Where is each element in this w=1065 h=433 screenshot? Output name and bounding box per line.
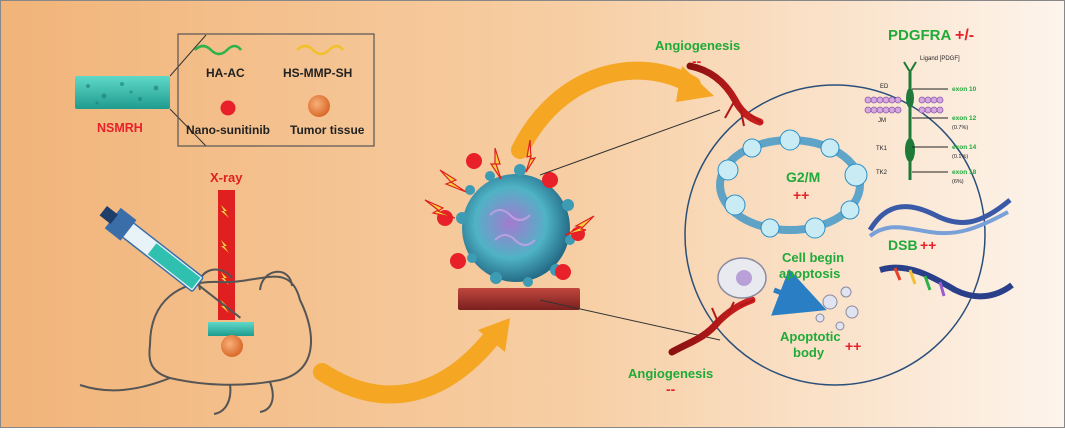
legend-nano-sunitinib: Nano-sunitinib (186, 123, 270, 137)
dsb-label: DSB (888, 237, 918, 253)
connector-bottom (539, 299, 721, 341)
apoptotic-line1: Apoptotic (780, 329, 841, 344)
domain-ed: ED (880, 84, 889, 90)
apoptotic-line2: body (793, 345, 825, 360)
pdgfra-sign: +/- (955, 27, 974, 44)
pdgfra-receptor (864, 61, 948, 180)
angiogenesis-top-sign: -- (692, 53, 702, 69)
legend-hs-mmp-sh: HS-MMP-SH (283, 66, 352, 80)
lightning-bolts (424, 139, 595, 236)
domain-jm: JM (878, 118, 886, 124)
ligand-label: Ligand [PDGF] (920, 56, 960, 62)
normal-cell (717, 257, 767, 299)
angiogenesis-top-label: Angiogenesis (655, 38, 740, 53)
exon-14-label: exon 14 (952, 144, 977, 151)
dna-helix (867, 198, 1014, 300)
vessel-top (686, 62, 764, 127)
apoptosis-arrow (771, 268, 827, 316)
g2m-label: G2/M (786, 169, 820, 185)
gel-on-mouse (208, 322, 254, 336)
zoom-line-bottom (169, 108, 207, 147)
cell-begin-line2: apoptosis (779, 266, 840, 281)
dsb-sign: ++ (920, 237, 936, 253)
exon-12-pct: (0.7%) (952, 125, 968, 131)
arrow-bottom-curve (313, 331, 499, 404)
tumor-tissue-swatch (308, 95, 330, 117)
exon-14-pct: (0.1%) (952, 154, 968, 160)
detail-circle (684, 84, 986, 386)
angiogenesis-bottom-label: Angiogenesis (628, 366, 713, 381)
tumor-on-mouse (221, 335, 243, 357)
hs-mmp-sh-swatch (296, 44, 344, 56)
syringe (99, 205, 241, 319)
exon-12-label: exon 12 (952, 115, 977, 122)
cell-begin-line1: Cell begin (782, 250, 844, 265)
xray-beam (218, 190, 235, 320)
cell-cycle-loop (716, 129, 868, 239)
apoptotic-bodies (815, 286, 859, 331)
pdgfra-title: PDGFRA (888, 27, 952, 44)
exon-18-label: exon 18 (952, 169, 977, 176)
exon-18-pct: (6%) (952, 179, 964, 185)
ha-ac-swatch (194, 44, 242, 56)
legend-ha-ac: HA-AC (206, 66, 245, 80)
nano-sunitinib-swatch (220, 100, 236, 116)
xray-label: X-ray (210, 170, 243, 185)
nsmrh-gel (75, 76, 170, 109)
domain-tk2: TK2 (876, 170, 888, 176)
domain-tk1: TK1 (876, 146, 888, 152)
arrow-top-curve (511, 61, 701, 159)
connector-top (539, 109, 721, 176)
vessel-bottom (668, 296, 756, 356)
exon-10-label: exon 10 (952, 86, 977, 93)
legend-tumor-tissue: Tumor tissue (290, 123, 365, 137)
angiogenesis-bottom-sign: -- (666, 381, 676, 397)
legend-box (177, 33, 375, 147)
tissue-slab (458, 288, 580, 310)
g2m-sign: ++ (793, 187, 809, 203)
arrow-bottom-head (478, 318, 510, 352)
zoom-line-top (169, 34, 207, 77)
arrow-top-head (676, 66, 714, 102)
apoptotic-sign: ++ (845, 338, 861, 354)
nsmrh-label: NSMRH (97, 121, 143, 135)
